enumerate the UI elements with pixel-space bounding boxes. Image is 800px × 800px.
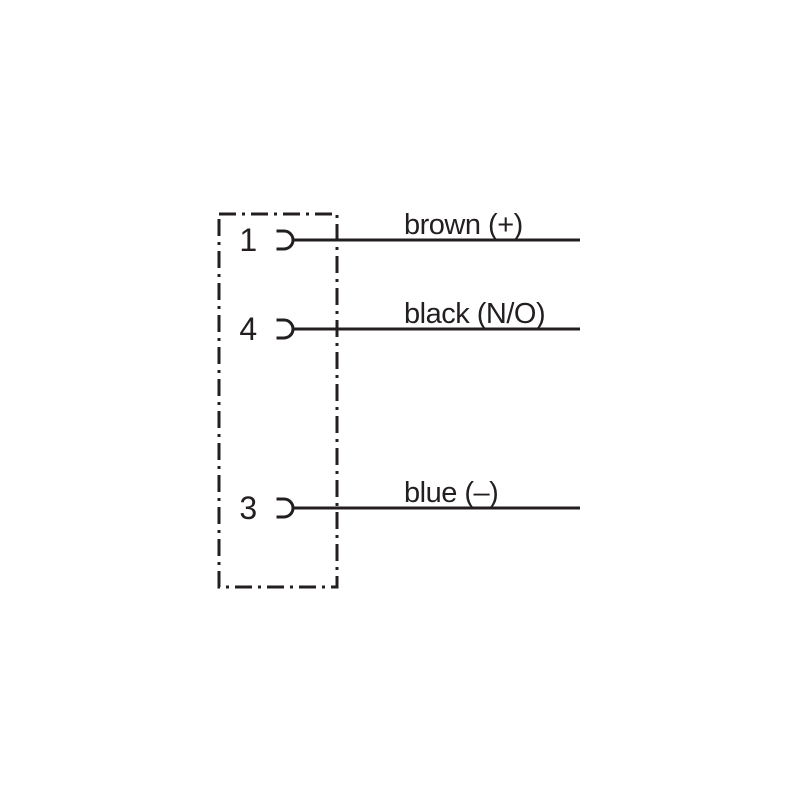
pin-contact-icon — [276, 229, 295, 251]
wire-label-brown: brown (+) — [404, 209, 523, 241]
pin-row-3: 3 blue (–) — [239, 477, 580, 526]
pin-row-4: 4 black (N/O) — [239, 298, 580, 347]
wire-label-blue: blue (–) — [404, 477, 498, 509]
pin-contact-icon — [276, 497, 295, 519]
pin-contact-icon — [276, 318, 295, 340]
pin-row-1: 1 brown (+) — [239, 209, 580, 258]
connector-outline — [217, 212, 339, 589]
pin-number: 4 — [239, 311, 256, 347]
pin-number: 3 — [239, 490, 256, 526]
pin-number: 1 — [239, 222, 256, 258]
wire-label-black: black (N/O) — [404, 298, 545, 330]
